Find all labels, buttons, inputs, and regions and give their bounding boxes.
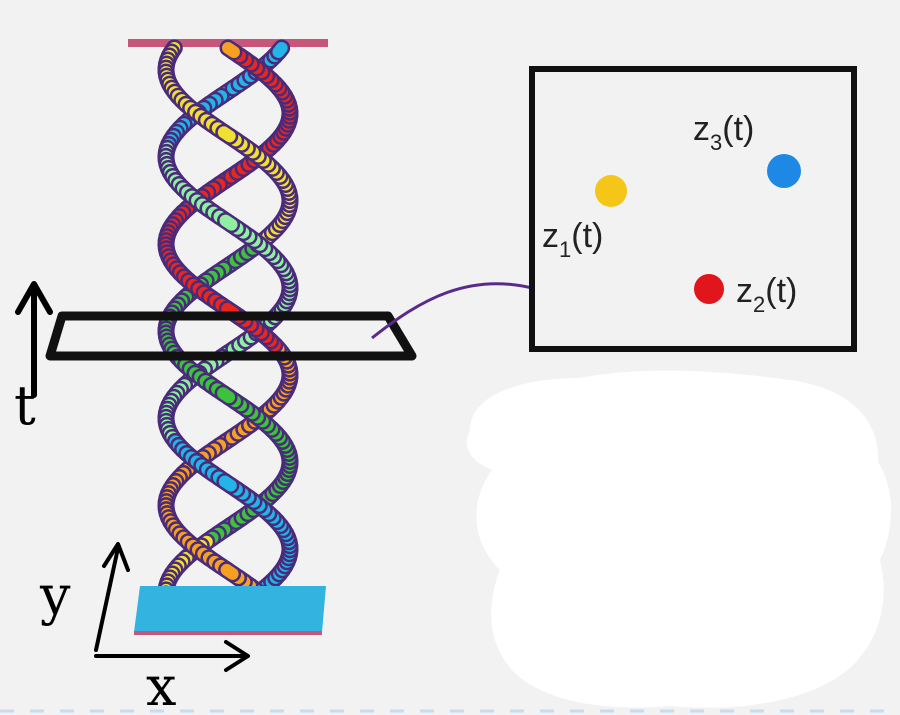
particle-z2-label: z2(t) [736, 272, 797, 317]
particle-z3-label: z3(t) [693, 110, 754, 155]
inset-frame [529, 66, 857, 352]
t-axis-arrow [15, 281, 53, 398]
particle-z1-dot [595, 175, 627, 207]
redaction-blob [466, 370, 891, 708]
x-axis-arrow [94, 640, 250, 672]
strand-green [217, 387, 236, 404]
strand-blue [219, 214, 238, 231]
strand-red [220, 563, 239, 580]
strand-blue [218, 475, 237, 492]
particle-z3-dot [767, 154, 801, 188]
strand-green [217, 126, 236, 143]
braid-strands [157, 39, 299, 619]
base-plate [134, 586, 326, 632]
y-axis-arrow [94, 542, 130, 652]
strand-blue [272, 42, 288, 59]
particle-z2-dot [694, 274, 724, 304]
strand-red [222, 42, 240, 59]
x-axis-label: x [146, 655, 176, 715]
time-slice-plane [45, 311, 417, 361]
t-axis-label: t [14, 374, 36, 437]
y-axis-label: y [39, 564, 71, 627]
particle-z1-label: z1(t) [542, 217, 603, 262]
